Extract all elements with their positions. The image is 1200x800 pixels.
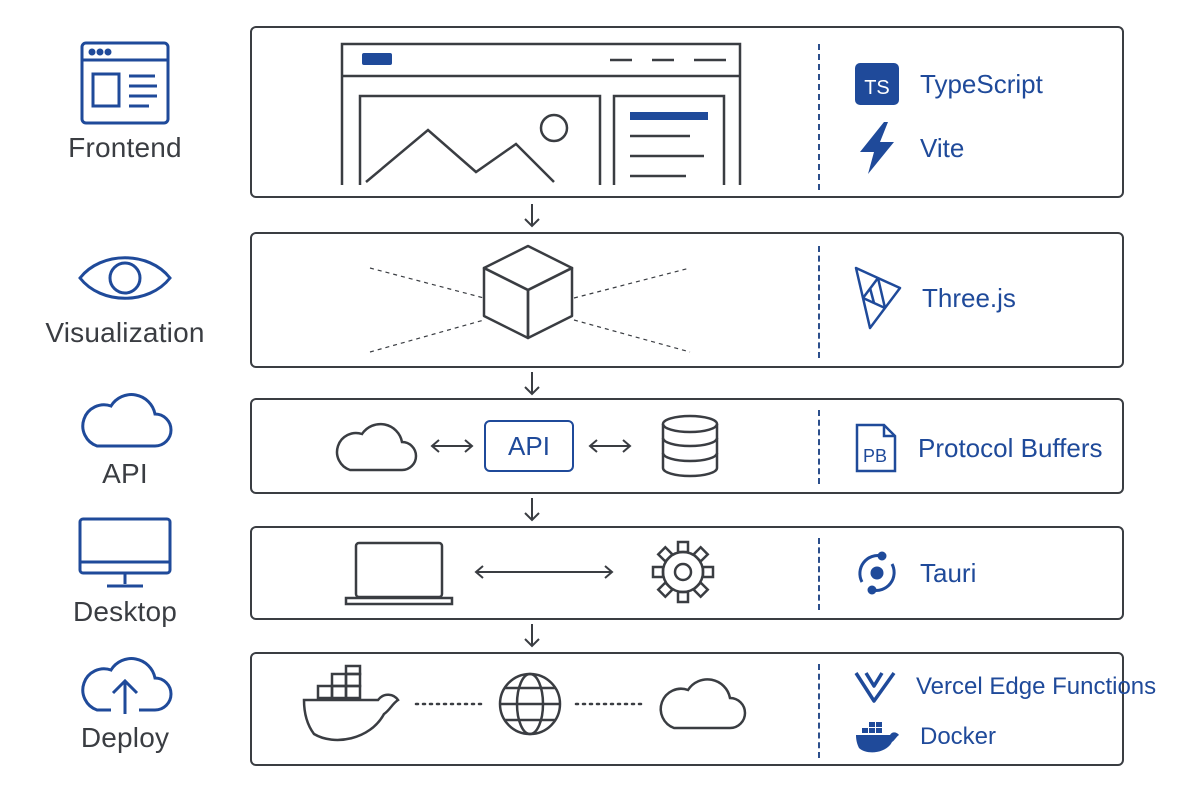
layer-label-deploy: Deploy — [80, 722, 170, 753]
deploy-label-group: Deploy — [20, 650, 230, 754]
svg-text:PB: PB — [863, 446, 887, 466]
desktop-divider — [818, 538, 820, 610]
double-arrow-long-icon — [474, 565, 614, 579]
visualization-divider — [818, 246, 820, 358]
tech-docker: Docker — [854, 718, 996, 756]
tech-typescript: TS TypeScript — [854, 62, 1043, 106]
api-label-group: API — [20, 386, 230, 490]
cloud-upload-icon — [75, 650, 175, 716]
tech-name-typescript: TypeScript — [920, 68, 1043, 99]
tech-threejs: Three.js — [854, 266, 1016, 330]
protobuf-file-icon: PB — [855, 423, 897, 473]
typescript-logo-icon: TS — [855, 63, 899, 105]
frontend-divider — [818, 44, 820, 190]
desktop-monitor-icon — [77, 516, 173, 590]
frontend-label-group: Frontend — [20, 40, 230, 164]
api-divider — [818, 410, 820, 484]
tech-tauri: Tauri — [854, 550, 976, 596]
tech-name-vercel-edge-functions: Vercel Edge Functions — [916, 673, 1157, 700]
desktop-label-group: Desktop — [20, 516, 230, 628]
tech-name-vite: Vite — [920, 132, 965, 163]
docker-whale-outline-icon — [302, 664, 400, 742]
docker-whale-icon — [856, 722, 899, 753]
flow-arrow-3 — [520, 496, 544, 529]
browser-mockup-illustration — [340, 42, 742, 185]
api-center-box: API — [484, 420, 574, 472]
flow-arrow-1 — [520, 202, 544, 235]
tech-name-protocol-buffers: Protocol Buffers — [918, 432, 1103, 463]
cube-perspective-illustration — [369, 244, 691, 353]
dotted-connector — [414, 702, 486, 706]
tauri-logo-icon — [858, 551, 896, 595]
database-icon — [661, 414, 719, 478]
frontend-layer-box — [250, 26, 1124, 198]
double-arrow-icon — [430, 439, 474, 453]
double-arrow-icon — [588, 439, 632, 453]
deploy-cloud-icon — [659, 678, 747, 730]
laptop-icon — [344, 541, 454, 606]
tech-name-threejs: Three.js — [922, 282, 1016, 313]
layer-label-visualization: Visualization — [45, 317, 205, 348]
vercel-logo-icon — [854, 671, 896, 703]
svg-text:TS: TS — [864, 77, 890, 99]
api-center-label: API — [508, 430, 550, 461]
globe-icon — [498, 672, 562, 736]
cloud-icon — [75, 386, 175, 452]
threejs-logo-icon — [854, 266, 902, 330]
tech-name-docker: Docker — [920, 723, 997, 750]
flow-arrow-4 — [520, 622, 544, 655]
layer-label-desktop: Desktop — [72, 596, 178, 627]
layer-label-api: API — [102, 458, 148, 489]
tech-vite: Vite — [854, 120, 964, 176]
deploy-layer-box — [250, 652, 1124, 766]
tech-protocol-buffers: PB Protocol Buffers — [854, 422, 1103, 474]
visualization-label-group: Visualization — [20, 245, 230, 349]
gear-icon — [651, 540, 715, 604]
browser-window-icon — [79, 40, 171, 126]
flow-arrow-2 — [520, 370, 544, 403]
deploy-divider — [818, 664, 820, 758]
tech-name-tauri: Tauri — [920, 557, 977, 588]
api-cloud-icon — [335, 422, 418, 472]
tech-vercel-edge-functions: Vercel Edge Functions — [854, 670, 1156, 704]
eye-icon — [77, 245, 173, 311]
dotted-connector — [574, 702, 646, 706]
layer-label-frontend: Frontend — [68, 132, 182, 163]
lightning-bolt-icon — [860, 122, 894, 174]
